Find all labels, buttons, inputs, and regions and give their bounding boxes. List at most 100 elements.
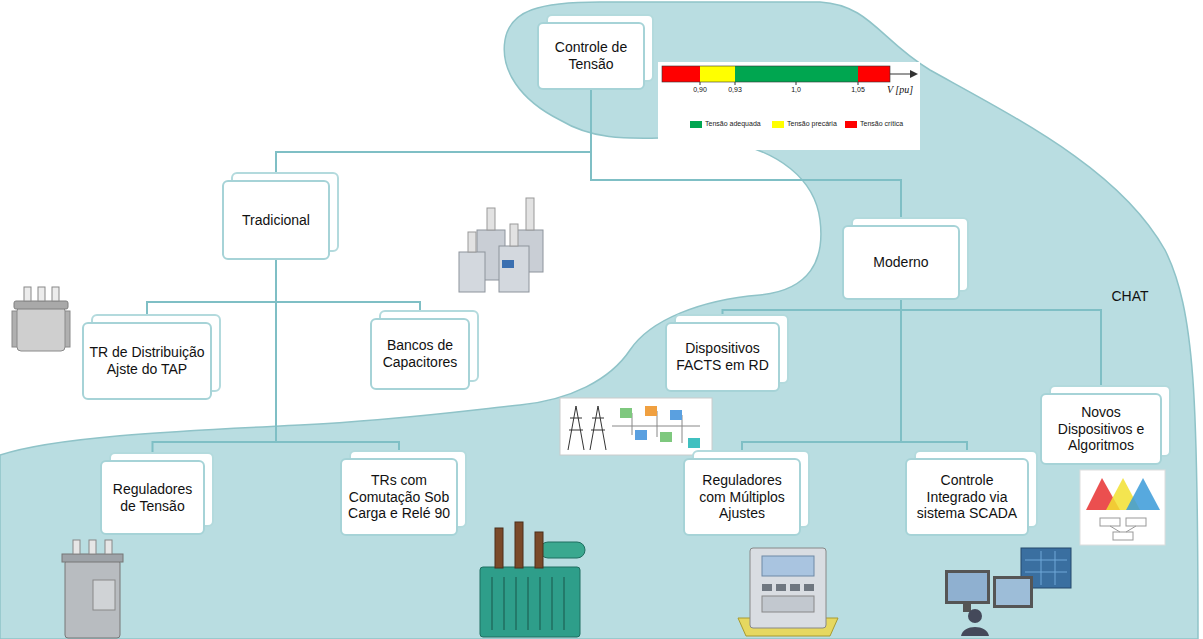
axis-label: 0,90 <box>693 86 707 94</box>
tank-cover <box>14 301 68 309</box>
axis-label: 0,93 <box>728 86 742 94</box>
flow-line <box>1110 526 1136 532</box>
bushing <box>73 540 80 554</box>
transformer-tank <box>17 307 65 351</box>
distribution-transformer <box>12 287 70 351</box>
legend-label: Tensão adequada <box>705 120 761 128</box>
bushing <box>24 287 31 301</box>
process-box: Reguladores de Tensão <box>100 460 205 535</box>
box-label: Reguladores de Tensão <box>106 481 199 515</box>
box-accent <box>91 314 221 392</box>
bushing <box>52 287 59 301</box>
box-label: Novos Dispositivos e Algoritmos <box>1046 404 1156 454</box>
box-accent <box>674 314 789 384</box>
box-accent <box>692 450 810 528</box>
cooling-fins <box>492 577 564 630</box>
tick <box>700 82 701 85</box>
bushing <box>38 287 45 301</box>
tick <box>858 82 859 85</box>
box-text: Bancos de Capacitores <box>370 331 470 377</box>
controller-panel <box>750 548 826 628</box>
voltage-scale <box>658 62 920 150</box>
circuit-block <box>688 438 700 448</box>
box-accent <box>379 310 479 382</box>
insulator <box>526 198 534 230</box>
tree-connector <box>742 300 901 458</box>
box-face <box>683 458 801 536</box>
circuit-block <box>635 430 647 440</box>
tree-connector <box>276 260 399 458</box>
bushing <box>515 522 523 568</box>
controller-key <box>762 584 772 591</box>
scale-adequate <box>735 66 858 82</box>
annotation-label: CHAT <box>1111 288 1148 305</box>
bushing <box>105 540 112 554</box>
box-label: Bancos de Capacitores <box>376 337 464 371</box>
tick <box>796 82 797 85</box>
box-text: Tradicional <box>222 206 330 235</box>
circuit-block <box>670 410 682 420</box>
box-text: TRs com Comutação Sob Carga e Relé 90 <box>340 466 458 528</box>
process-box: Controle de Tensão <box>537 22 645 90</box>
flow-box <box>1113 532 1133 540</box>
monitor <box>993 576 1033 608</box>
box-text: Dispositivos FACTS em RD <box>665 334 780 380</box>
capacitor-bank <box>459 198 543 292</box>
insulator <box>510 224 518 246</box>
tick <box>735 82 736 85</box>
control-cabinet <box>93 580 115 610</box>
circuit-block <box>620 408 632 418</box>
insulator <box>468 232 476 252</box>
controller-key <box>776 584 786 591</box>
capacitor-can <box>499 246 529 292</box>
process-box: Novos Dispositivos e Algoritmos <box>1040 393 1162 465</box>
legend-swatch <box>690 121 702 128</box>
legend-swatch <box>845 121 857 128</box>
transformer-tank <box>480 567 580 637</box>
box-label: TRs com Comutação Sob Carga e Relé 90 <box>346 472 452 522</box>
box-face <box>82 322 212 400</box>
conservator-tank <box>540 542 585 558</box>
monitor-stand <box>963 604 971 612</box>
process-box: Controle Integrado via sistema SCADA <box>905 458 1029 536</box>
box-face <box>1040 393 1162 465</box>
process-box: Tradicional <box>222 180 330 260</box>
box-accent <box>231 172 339 252</box>
box-face <box>905 458 1029 536</box>
box-accent <box>546 14 654 82</box>
transmission-tower <box>568 406 584 450</box>
process-box: Reguladores com Múltiplos Ajustes <box>683 458 801 536</box>
legend-entry: Tensão crítica <box>845 120 903 128</box>
controller-display <box>762 556 814 576</box>
legend-entry: Tensão precária <box>772 120 837 128</box>
tree-connector <box>901 300 967 458</box>
tank-cover <box>62 554 123 562</box>
scale-outline <box>662 66 890 82</box>
box-face <box>537 22 645 90</box>
box-label: Controle de Tensão <box>543 39 639 73</box>
legend-label: Tensão crítica <box>860 120 903 128</box>
legend-entry: Tensão adequada <box>690 120 761 128</box>
regulator-tank <box>65 560 120 638</box>
capacitor-can <box>459 252 485 292</box>
operator-body <box>961 627 989 636</box>
tree-connector <box>723 300 902 322</box>
membership-function <box>1126 478 1160 510</box>
box-label: Tradicional <box>228 212 324 229</box>
box-face <box>340 458 458 536</box>
box-accent <box>109 452 214 527</box>
axis-label: 1,05 <box>851 86 865 94</box>
tree-connector <box>147 260 276 322</box>
box-text: TR de Distribuição Ajste do TAP <box>82 338 212 384</box>
box-text: Controle Integrado via sistema SCADA <box>905 466 1029 528</box>
monitor-screen <box>996 579 1030 605</box>
scale-critical-low <box>662 66 700 82</box>
tree-connector <box>591 90 901 225</box>
